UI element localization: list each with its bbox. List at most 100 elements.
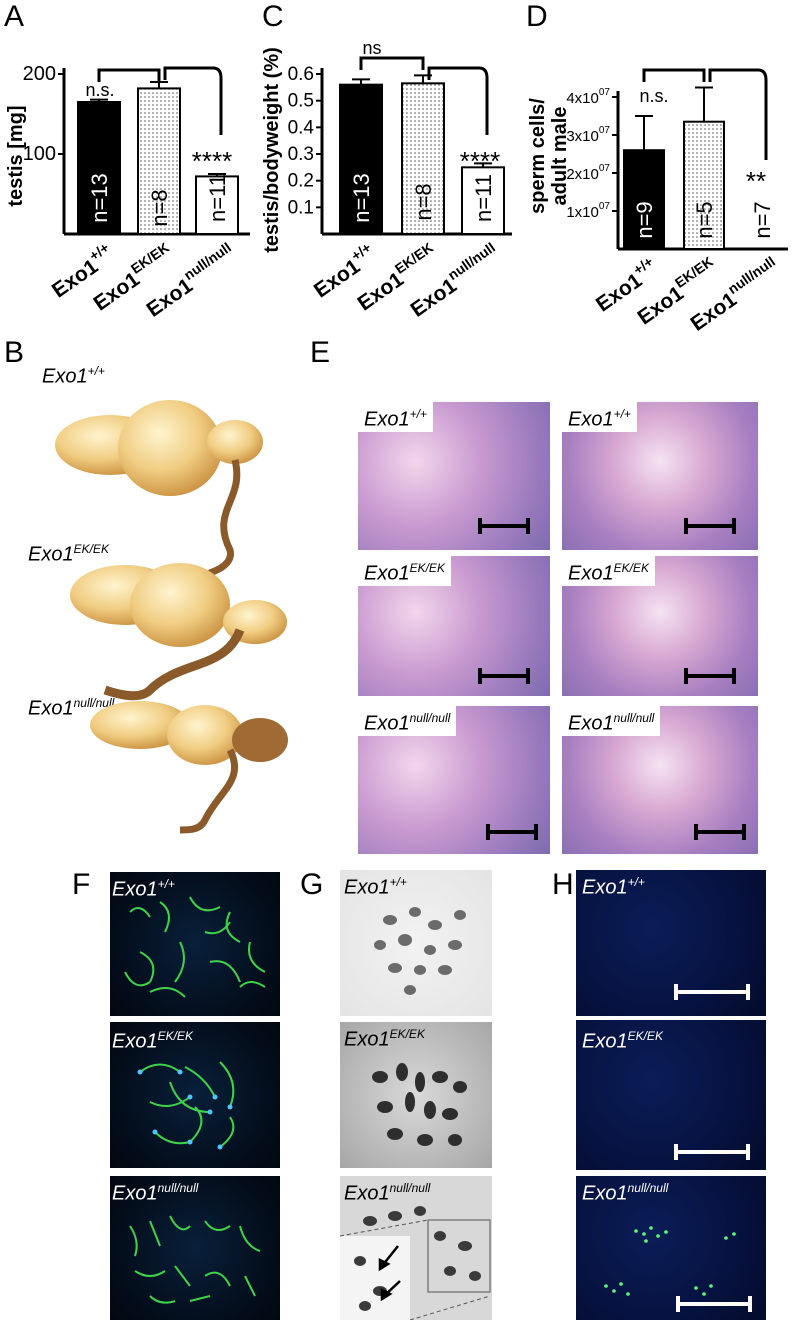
h-label-ek: Exo1EK/EK bbox=[582, 1029, 663, 1053]
b-label-wt: Exo1+/+ bbox=[42, 364, 105, 388]
b-label-ek: Exo1EK/EK bbox=[28, 542, 109, 566]
b-label-null: Exo1null/null bbox=[28, 696, 115, 720]
spread-bw-null: Exo1null/null bbox=[340, 1176, 492, 1320]
panel-label-c: C bbox=[262, 0, 284, 33]
bar bbox=[195, 175, 239, 235]
n-label: n=13 bbox=[87, 173, 112, 223]
chart-sperm-cells: 1x1007 2x1007 3x1007 4x1007 sperm cells/adul… bbox=[527, 68, 788, 336]
panel-label-g: G bbox=[300, 868, 324, 901]
y-tick-label: 4x1007 bbox=[566, 87, 610, 107]
y-tick-label: 0.4 bbox=[288, 117, 315, 138]
significance-label: ns bbox=[362, 40, 381, 58]
y-tick-exponent: 07 bbox=[599, 201, 611, 212]
spread-bw-ek: Exo1EK/EK bbox=[340, 1022, 492, 1168]
bar bbox=[77, 101, 121, 235]
histology-null-high: Exo1null/null bbox=[562, 706, 758, 854]
y-tick-exponent: 07 bbox=[599, 163, 611, 174]
y-axis-label: sperm cells/ bbox=[527, 98, 549, 214]
e-label-wt-2: Exo1+/+ bbox=[562, 402, 637, 432]
e-label-null-1: Exo1null/null bbox=[358, 706, 457, 736]
n-label: n=11 bbox=[205, 174, 230, 222]
e-label-null-2: Exo1null/null bbox=[562, 706, 661, 736]
y-tick-label: 0.6 bbox=[288, 64, 314, 85]
histology-ek-low: Exo1EK/EK bbox=[358, 556, 550, 696]
y-tick-label: 200 bbox=[23, 63, 56, 85]
histology-wt-high: Exo1+/+ bbox=[562, 402, 758, 550]
n-label: n=13 bbox=[349, 173, 374, 223]
significance-bracket bbox=[642, 68, 706, 82]
scale-bar bbox=[674, 984, 750, 1000]
n-label: n=8 bbox=[411, 183, 436, 220]
significance-label: n.s. bbox=[85, 80, 114, 100]
y-tick-exponent: 07 bbox=[599, 87, 611, 98]
e-label-wt-1: Exo1+/+ bbox=[358, 402, 433, 432]
panel-label-b: B bbox=[4, 336, 25, 369]
testis-wt bbox=[55, 400, 263, 584]
y-tick-label: 0.2 bbox=[288, 171, 314, 192]
f-label-ek: Exo1EK/EK bbox=[112, 1029, 193, 1053]
fluor-axes-wt bbox=[124, 896, 266, 998]
y-tick-label: 2x1007 bbox=[566, 163, 610, 183]
n-label: n=5 bbox=[692, 201, 717, 238]
panel-label-e: E bbox=[310, 336, 331, 369]
significance-bracket bbox=[359, 56, 425, 70]
spread-bw-wt: Exo1+/+ bbox=[340, 870, 492, 1016]
y-axis-label: testis [mg] bbox=[5, 105, 27, 206]
panel-label-a: A bbox=[4, 0, 25, 33]
scale-bar bbox=[486, 824, 538, 840]
y-tick-label: 3x1007 bbox=[566, 125, 610, 145]
n-label: n=9 bbox=[632, 201, 657, 238]
tissue-wt: Exo1+/+ bbox=[576, 870, 766, 1016]
significance-label: **** bbox=[460, 146, 500, 176]
significance-label: ** bbox=[746, 166, 766, 196]
significance-bracket bbox=[427, 66, 489, 135]
panel-label-d: D bbox=[526, 0, 548, 33]
scale-bar bbox=[676, 1296, 752, 1312]
significance-bracket bbox=[97, 68, 161, 82]
spread-fluor-ek: Exo1EK/EK bbox=[110, 1022, 280, 1168]
significance-label: n.s. bbox=[639, 86, 668, 106]
significance-bracket bbox=[708, 68, 768, 160]
y-axis-label: adult male bbox=[549, 107, 571, 206]
scale-bar bbox=[478, 518, 530, 534]
bar bbox=[461, 166, 505, 235]
histology-ek-high: Exo1EK/EK bbox=[562, 556, 758, 696]
h-label-wt: Exo1+/+ bbox=[582, 875, 645, 899]
histology-null-low: Exo1null/null bbox=[358, 706, 550, 854]
spread-fluor-null: Exo1null/null bbox=[110, 1176, 280, 1320]
fluor-axes-null bbox=[129, 1215, 261, 1304]
histology-wt-low: Exo1+/+ bbox=[358, 402, 550, 550]
y-tick-label: 1x1007 bbox=[566, 201, 610, 221]
fluor-axes-ek bbox=[137, 1061, 235, 1150]
significance-label: **** bbox=[192, 146, 232, 176]
chromosomes-wt bbox=[374, 907, 466, 995]
g-label-null: Exo1null/null bbox=[344, 1181, 431, 1205]
e-label-ek-2: Exo1EK/EK bbox=[562, 556, 655, 586]
scale-bar bbox=[684, 518, 736, 534]
y-axis-label: testis/bodyweight (%) bbox=[262, 47, 283, 253]
testis-ek bbox=[70, 563, 287, 701]
chromosomes-ek bbox=[372, 1063, 467, 1146]
g-label-wt: Exo1+/+ bbox=[344, 875, 407, 899]
f-label-wt: Exo1+/+ bbox=[112, 877, 175, 901]
y-tick-label: 100 bbox=[23, 143, 56, 165]
y-tick-label: 0.3 bbox=[288, 144, 314, 165]
bar bbox=[339, 83, 383, 235]
scale-bar bbox=[674, 1144, 750, 1160]
y-tick-label: 0.1 bbox=[288, 197, 314, 218]
f-label-null: Exo1null/null bbox=[112, 1181, 199, 1205]
tissue-null-signal bbox=[604, 1226, 736, 1296]
chromosomes-null bbox=[340, 1206, 491, 1320]
n-label: n=8 bbox=[147, 189, 172, 226]
testis-photos bbox=[55, 400, 288, 834]
significance-bracket bbox=[163, 66, 223, 135]
y-tick-label: 0.5 bbox=[288, 91, 314, 112]
bar bbox=[683, 120, 725, 250]
n-label: n=7 bbox=[750, 201, 775, 238]
n-label: n=11 bbox=[471, 174, 496, 222]
bar bbox=[137, 87, 181, 236]
e-label-ek-1: Exo1EK/EK bbox=[358, 556, 451, 586]
scale-bar bbox=[478, 668, 530, 684]
